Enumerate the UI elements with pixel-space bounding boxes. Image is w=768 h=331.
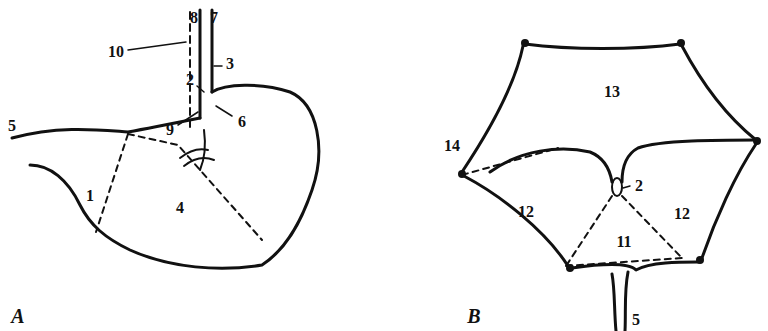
callout-number: 2 (186, 72, 194, 88)
duodenum-wall (612, 274, 616, 331)
vertex-dot (521, 39, 529, 47)
outline-edge (464, 176, 568, 266)
dashed-line (462, 148, 558, 175)
callout-number: 12 (518, 204, 534, 220)
callout-number: 2 (635, 178, 643, 194)
leader-line (197, 86, 204, 92)
inner-fold (490, 149, 612, 182)
leader-line (216, 106, 232, 116)
outline-edge (682, 46, 756, 140)
callout-number: 6 (238, 114, 246, 130)
esophagus-wall (199, 10, 202, 118)
outline-edge (462, 46, 523, 172)
vertex-dot (696, 256, 704, 264)
panel-letter: B (467, 306, 480, 326)
callout-number: 3 (226, 56, 234, 72)
leader-line (214, 65, 222, 67)
dashed-line (566, 258, 682, 266)
fold-line (184, 158, 214, 166)
leader-line (623, 186, 630, 188)
vertex-dot (677, 39, 685, 47)
dashed-line (128, 134, 262, 240)
lesser-curvature (12, 118, 200, 138)
callout-number: 7 (210, 10, 218, 26)
panel-letter: A (11, 306, 24, 326)
callout-number: 9 (166, 122, 174, 138)
vertex-dot (753, 137, 761, 145)
dashed-line (96, 134, 128, 232)
callout-number: 10 (108, 44, 124, 60)
callout-number: 12 (674, 206, 690, 222)
callout-number: 11 (616, 234, 631, 250)
dashed-line (566, 196, 612, 266)
inner-fold (622, 140, 756, 182)
duodenum-wall (625, 272, 628, 331)
vertex-dot (566, 264, 574, 272)
fold-line (200, 130, 205, 170)
greater-curvature (30, 85, 319, 268)
callout-number: 13 (604, 84, 620, 100)
callout-number: 1 (86, 188, 94, 204)
cardia-opening (612, 178, 622, 196)
outline-edge (572, 262, 698, 270)
outline-edge (702, 144, 756, 258)
leader-line (178, 112, 198, 125)
callout-number: 5 (632, 312, 640, 328)
callout-number: 5 (8, 118, 16, 134)
leader-line (128, 42, 186, 50)
vertex-dot (458, 170, 466, 178)
callout-number: 4 (176, 200, 184, 216)
callout-number: 14 (444, 138, 460, 154)
callout-number: 8 (190, 10, 198, 26)
outline-edge (525, 44, 680, 49)
